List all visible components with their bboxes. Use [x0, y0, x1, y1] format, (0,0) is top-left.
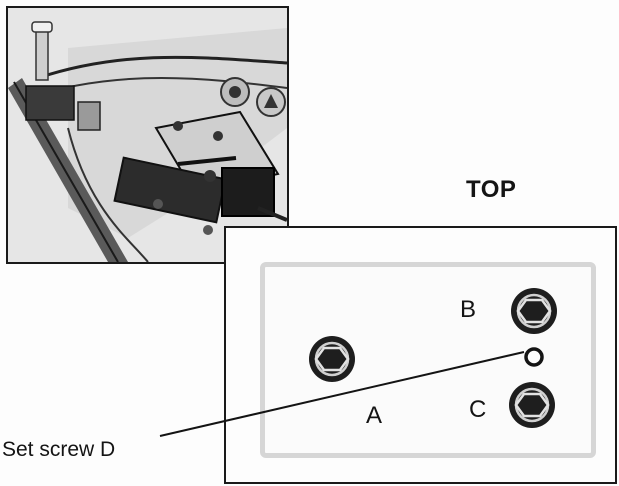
screw-c-label: C	[469, 396, 487, 423]
set-screw-caption: Set screw D	[2, 438, 116, 461]
top-label: TOP	[466, 176, 517, 203]
mechanism-photo	[6, 6, 289, 264]
top-plate-detail: B A C	[224, 226, 617, 484]
mechanism-illustration	[8, 8, 287, 262]
screw-b-label: B	[460, 296, 477, 323]
mounting-plate	[260, 262, 596, 458]
screw-a-label: A	[366, 402, 383, 429]
